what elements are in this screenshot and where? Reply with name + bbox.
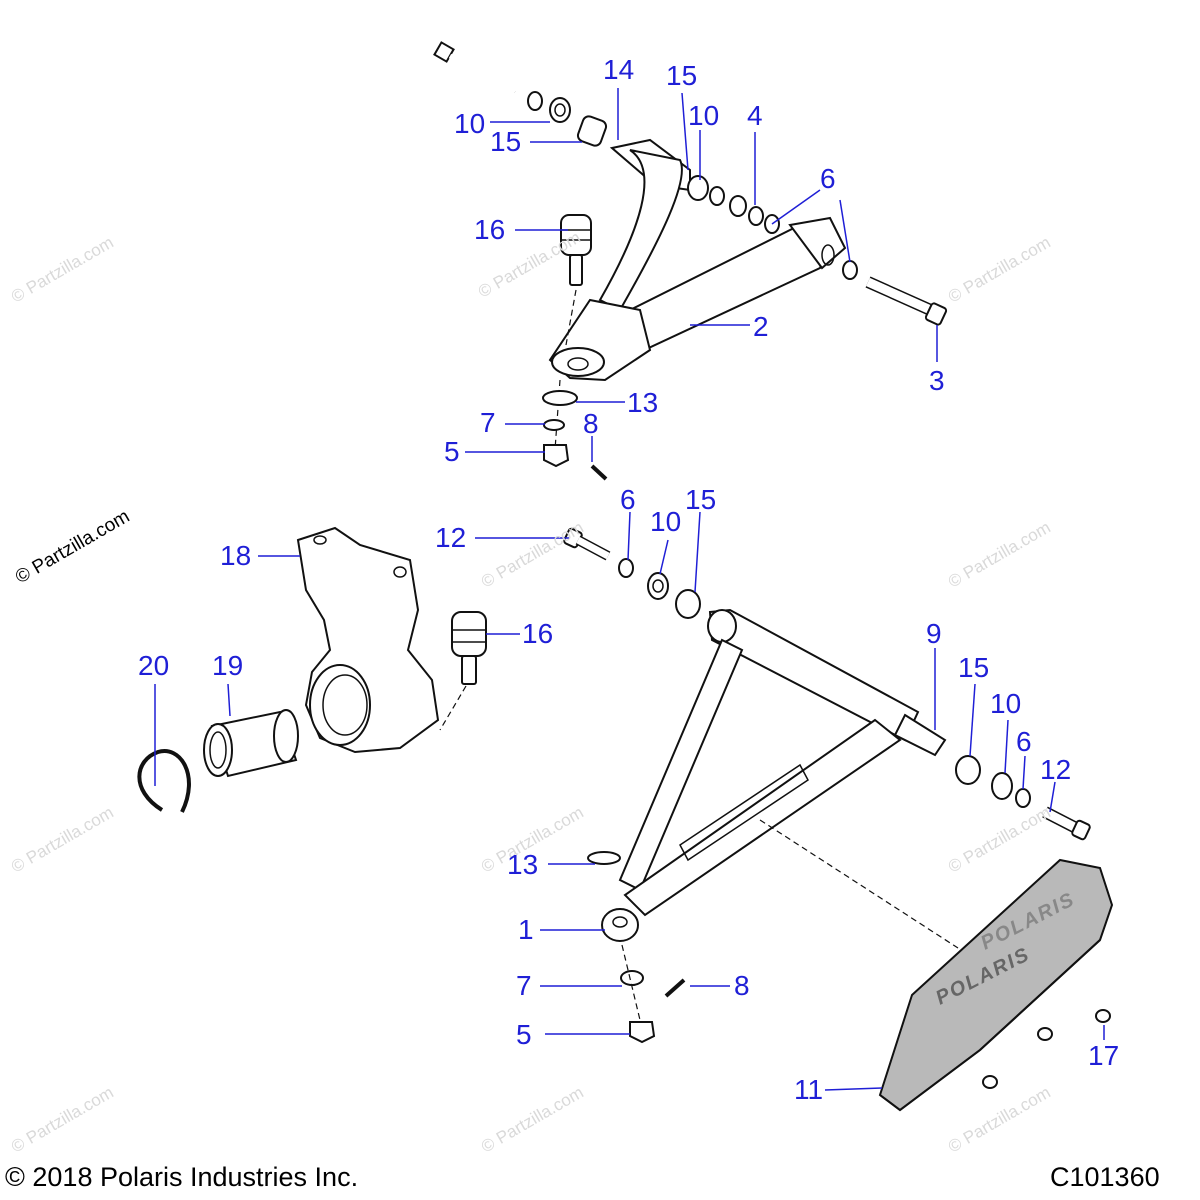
callout-10: 10 [990, 688, 1022, 719]
sleeve-15-upper-left [576, 115, 608, 147]
callout-19: 19 [212, 650, 244, 681]
callout-15: 15 [958, 652, 990, 683]
cotter-pin-8-upper [590, 464, 608, 481]
callout-10: 10 [650, 506, 682, 537]
callout-6: 6 [1016, 726, 1032, 757]
callout-12: 12 [435, 522, 467, 553]
callout-14: 14 [603, 54, 635, 85]
callout-15: 15 [666, 60, 698, 91]
callout-9: 9 [926, 618, 942, 649]
bushing-10-upper-right [687, 175, 709, 201]
callout-7: 7 [480, 407, 496, 438]
circlip-13-lower [587, 851, 621, 865]
callout-2: 2 [753, 311, 769, 342]
callout-4: 4 [747, 100, 763, 131]
callout-20: 20 [138, 650, 170, 681]
circlip-13-upper [542, 390, 578, 406]
ball-joint-16-upper [560, 214, 592, 286]
copyright-text: © 2018 Polaris Industries Inc. [5, 1162, 359, 1192]
callout-10: 10 [454, 108, 486, 139]
wheel-bearing-19 [203, 709, 299, 778]
washer-6-lower-right [1015, 788, 1031, 808]
callout-12: 12 [1040, 754, 1072, 785]
bolt-12-lower-right [1042, 806, 1091, 841]
callout-15: 15 [685, 484, 717, 515]
lower-a-arm [601, 608, 947, 942]
callout-16: 16 [474, 214, 506, 245]
bolt-12-lower-left [563, 527, 611, 561]
callout-5: 5 [444, 436, 460, 467]
screws-17 [982, 1009, 1111, 1089]
callout-13: 13 [627, 387, 659, 418]
callout-10: 10 [688, 100, 720, 131]
callout-8: 8 [734, 970, 750, 1001]
washer-7-lower [620, 970, 644, 986]
nut-5-upper [543, 444, 570, 468]
callout-5: 5 [516, 1019, 532, 1050]
callout-11: 11 [794, 1074, 824, 1105]
washer-6-upper-far-right [842, 260, 858, 280]
bushing-10-lower-left [647, 572, 669, 600]
retaining-ring-20 [137, 749, 191, 813]
callout-17: 17 [1088, 1040, 1120, 1071]
diagram-code: C101360 [1050, 1162, 1160, 1192]
skid-guard-11: POLARIS POLARIS [878, 858, 1114, 1112]
washer-6-upper-left [527, 91, 543, 111]
leader-lines [154, 88, 1105, 1091]
ball-joint-16-lower [451, 611, 487, 685]
cotter-pin-8-lower [664, 978, 686, 998]
upper-a-arm [548, 138, 847, 382]
callout-15: 15 [490, 126, 522, 157]
callout-6: 6 [620, 484, 636, 515]
callout-1: 1 [518, 914, 534, 945]
upper-left-bolt [433, 41, 517, 95]
steering-knuckle-18 [296, 526, 440, 754]
callout-7: 7 [516, 970, 532, 1001]
callout-13: 13 [507, 849, 539, 880]
callout-8: 8 [583, 408, 599, 439]
bushing-10-lower-right [991, 772, 1013, 800]
callout-18: 18 [220, 540, 252, 571]
bolt-3 [865, 276, 948, 326]
callout-16: 16 [522, 618, 554, 649]
washer-upper-right [709, 186, 725, 206]
callout-3: 3 [929, 365, 945, 396]
callout-6: 6 [820, 163, 836, 194]
washer-6-lower-left [618, 558, 634, 578]
sleeve-15-lower-left [675, 589, 701, 619]
spacer-4 [729, 195, 747, 217]
bushing-upper-right-small [748, 206, 764, 226]
washer-7-upper [543, 419, 565, 431]
sleeve-15-lower-right [955, 755, 981, 785]
nut-5-lower [629, 1021, 656, 1044]
bushing-10-upper-left [549, 97, 571, 123]
